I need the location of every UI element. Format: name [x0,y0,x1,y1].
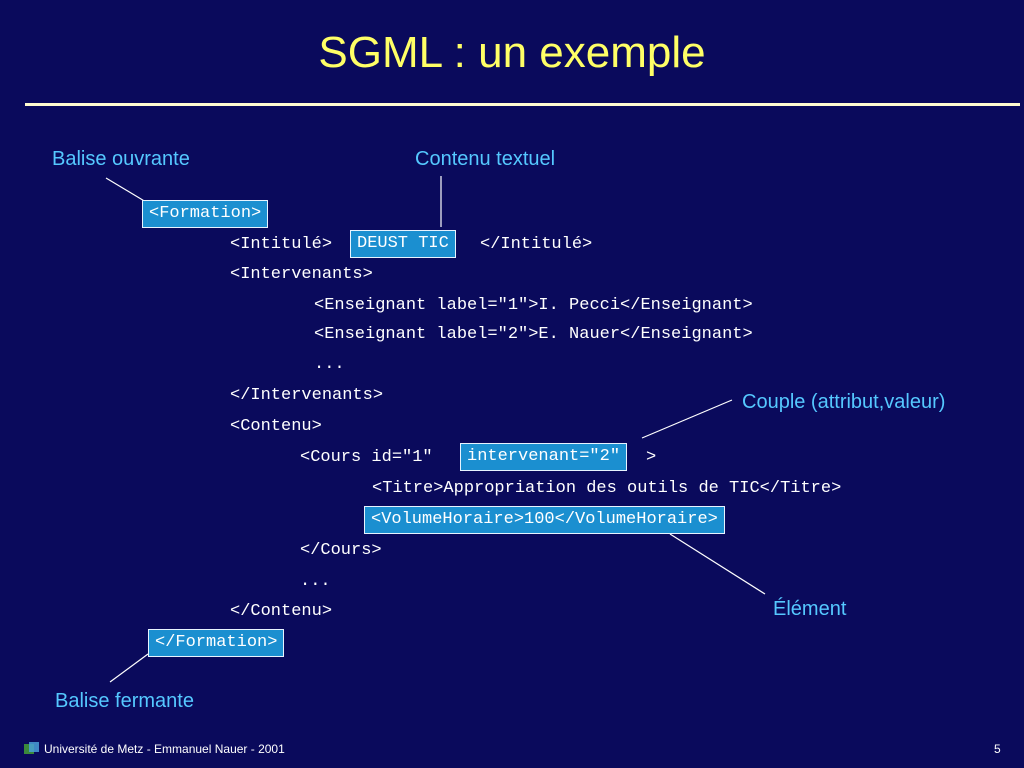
code-ellipsis-1: ... [314,355,345,374]
formation-close-tag-box: </Formation> [148,629,285,657]
leader-closing-tag [109,653,149,683]
code-titre: <Titre>Appropriation des outils de TIC</… [372,479,842,498]
code-cours-prefix: <Cours id="1" [300,448,433,467]
callout-opening-tag: Balise ouvrante [52,148,190,170]
code-contenu-open: <Contenu> [230,417,322,436]
code-intitule-close: </Intitulé> [480,235,593,254]
callout-text-content: Contenu textuel [415,148,556,170]
callout-element: Élément [773,598,847,620]
title-divider [25,103,1020,106]
code-enseignant-2: <Enseignant label="2">E. Nauer</Enseigna… [314,325,753,344]
formation-open-tag-box: <Formation> [142,200,269,228]
code-cours-suffix: > [646,448,657,467]
code-intervenants-open: <Intervenants> [230,265,373,284]
code-ellipsis-2: ... [300,572,331,591]
volume-element-box: <VolumeHoraire>100</VolumeHoraire> [364,506,725,534]
code-enseignant-1: <Enseignant label="1">I. Pecci</Enseigna… [314,296,753,315]
leader-attribute-pair [641,399,733,439]
code-intitule-open: <Intitulé> [230,235,333,254]
slide-title: SGML : un exemple [318,28,706,77]
callout-closing-tag: Balise fermante [55,690,194,712]
callout-attribute-pair: Couple (attribut,valeur) [742,391,946,413]
footer: Université de Metz - Emmanuel Nauer - 20… [24,742,285,756]
leader-element [669,533,766,595]
code-cours-close: </Cours> [300,541,382,560]
cours-attribute-box: intervenant="2" [460,443,628,471]
leader-opening-tag [105,177,147,203]
page-number: 5 [994,742,1001,756]
code-intervenants-close: </Intervenants> [230,386,384,405]
university-logo-icon [24,742,40,756]
footer-text: Université de Metz - Emmanuel Nauer - 20… [44,742,285,756]
intitule-value-box: DEUST TIC [350,230,456,258]
code-contenu-close: </Contenu> [230,602,333,621]
